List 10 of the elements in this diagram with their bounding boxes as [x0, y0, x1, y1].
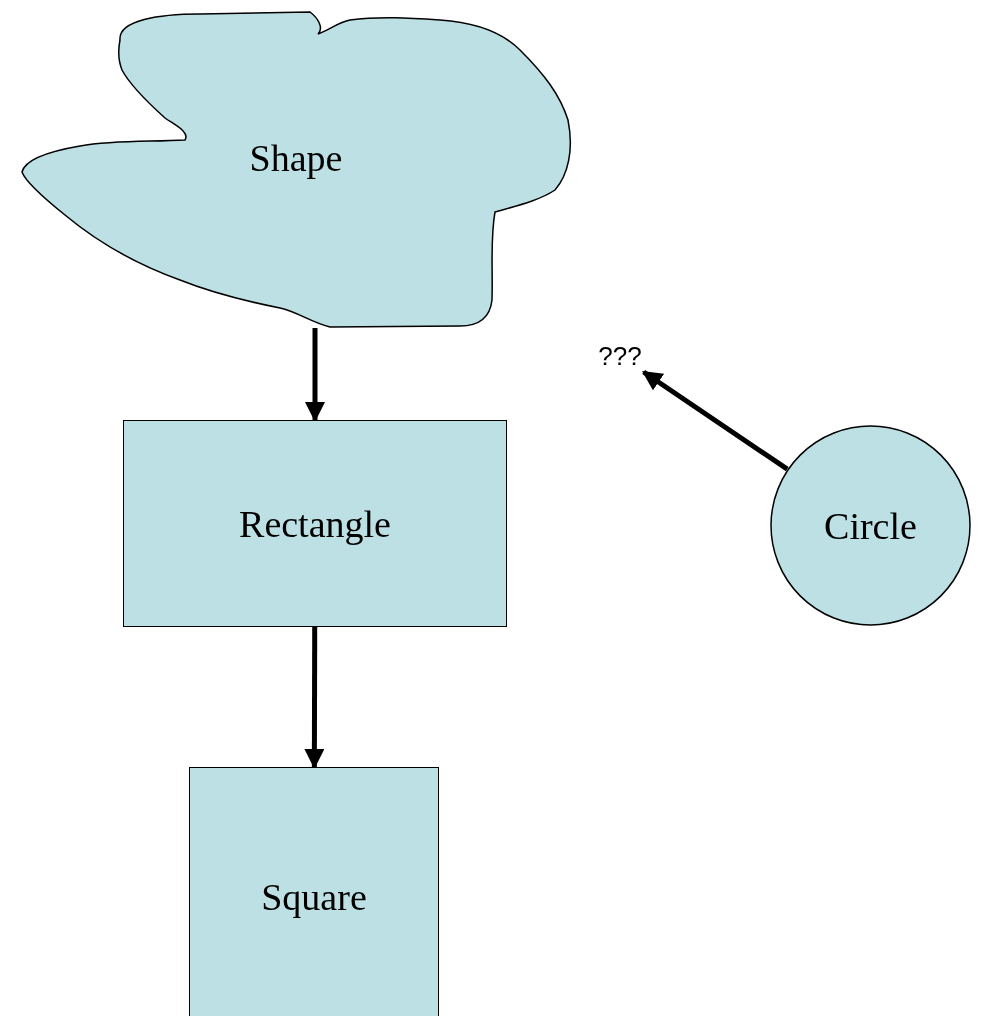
process-box	[189, 767, 439, 1016]
question-text: ???	[598, 340, 642, 372]
node-label: Rectangle	[239, 501, 391, 546]
node-label: Circle	[824, 503, 917, 548]
node-label: Shape	[249, 136, 343, 180]
arrow	[304, 627, 325, 769]
process-box	[123, 420, 507, 627]
arrow	[642, 369, 789, 472]
node-label: Square	[261, 875, 367, 919]
arrow	[305, 328, 325, 422]
